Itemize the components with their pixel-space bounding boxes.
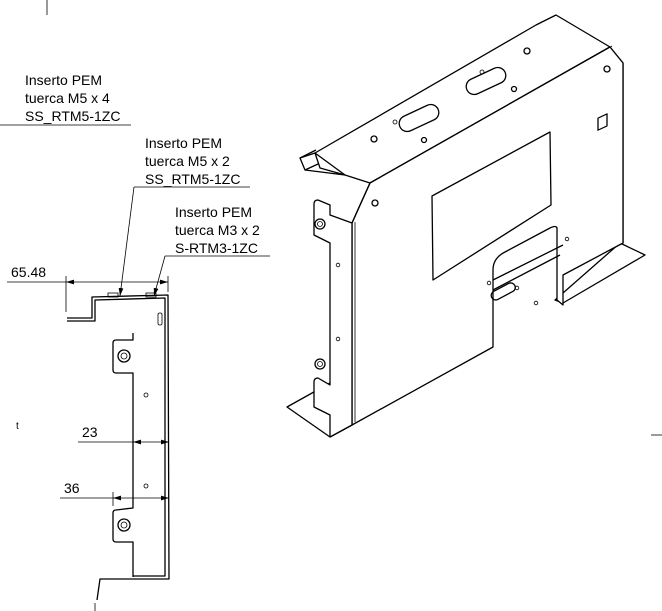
callout-line: SS_RTM5-1ZC: [25, 108, 120, 124]
dimension-label: 36: [64, 480, 80, 496]
callout-line: Inserto PEM: [145, 135, 222, 151]
isometric-view: [286, 14, 646, 438]
callout-pem-m5x2: Inserto PEM tuerca M5 x 2 SS_RTM5-1ZC: [118, 135, 250, 297]
slot: [398, 103, 440, 133]
side-view-profile: [67, 292, 170, 601]
callout-line: Inserto PEM: [175, 204, 252, 220]
dimension-label: 65.48: [11, 264, 46, 280]
callout-line: tuerca M3 x 2: [175, 222, 260, 238]
callout-pem-m3x2: Inserto PEM tuerca M3 x 2 S-RTM3-1ZC: [153, 204, 270, 297]
dimension-label: 23: [82, 424, 98, 440]
callout-line: SS_RTM5-1ZC: [145, 171, 240, 187]
callout-line: tuerca M5 x 2: [145, 153, 230, 169]
dimension-23: 23: [78, 424, 169, 445]
callout-line: Inserto PEM: [25, 72, 102, 88]
dimension-65-48: 65.48: [7, 264, 169, 312]
dimension-36: 36: [60, 480, 169, 506]
callout-line: S-RTM3-1ZC: [175, 240, 258, 256]
callout-pem-m5x4: Inserto PEM tuerca M5 x 4 SS_RTM5-1ZC: [0, 72, 131, 126]
callout-line: tuerca M5 x 4: [25, 90, 110, 106]
marker-label: t: [16, 421, 19, 432]
